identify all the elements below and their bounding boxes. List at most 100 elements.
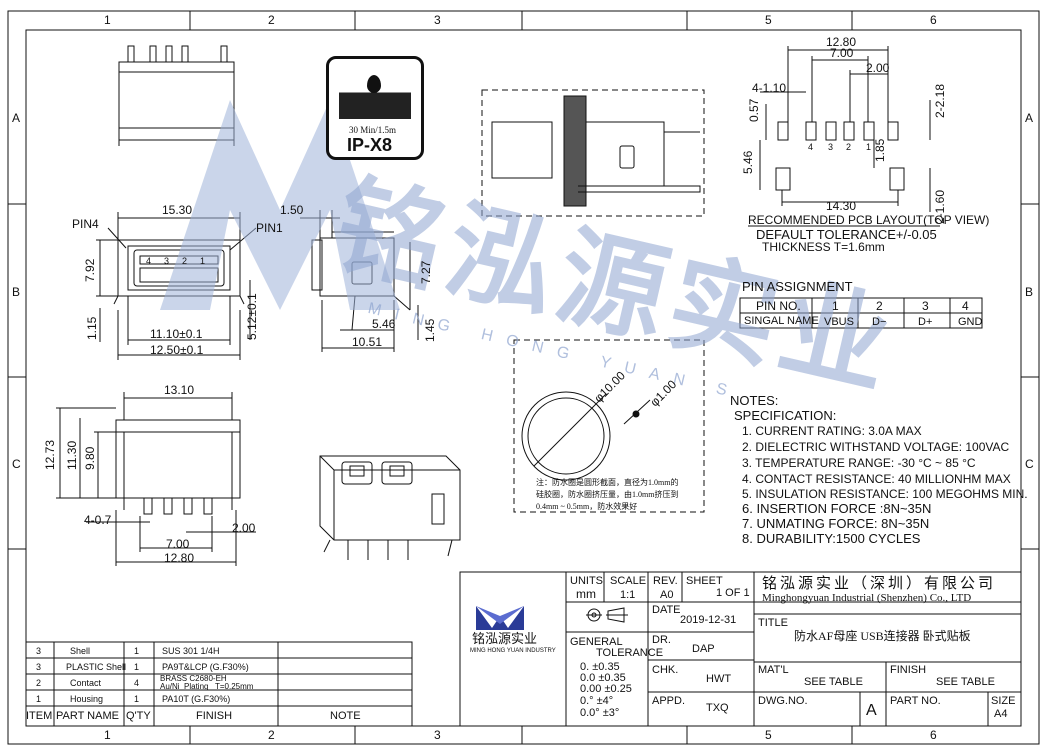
col-label-5-top: 5 bbox=[765, 13, 772, 27]
row-label-b-right: B bbox=[1025, 285, 1034, 299]
note-item-3: 3. TEMPERATURE RANGE: -30 °C ~ 85 °C bbox=[742, 456, 976, 470]
note-item-7: 7. UNMATING FORCE: 8N~35N bbox=[742, 516, 930, 531]
chk-label: CHK. bbox=[652, 664, 679, 676]
side-foot-dim: 1.45 bbox=[423, 318, 437, 342]
size-label: SIZE bbox=[991, 695, 1016, 707]
bottom-width-dim: 13.10 bbox=[164, 383, 195, 397]
col-label-2-top: 2 bbox=[268, 13, 275, 27]
title-value: 防水AF母座 USB连接器 卧式贴板 bbox=[794, 629, 971, 643]
front-height-dim: 7.92 bbox=[83, 258, 97, 282]
hole-note-2: 硅胶圈，防水圈挤压量，由1.0mm挤压到 bbox=[536, 490, 679, 499]
appd-value: TXQ bbox=[706, 702, 729, 714]
pcb-pin-1: 1 bbox=[866, 142, 872, 152]
pcb-pin-3: 3 bbox=[828, 142, 834, 152]
bom-r4-finish: PA10T (G.F30%) bbox=[162, 694, 231, 704]
pin-row-1: VBUS bbox=[824, 316, 854, 328]
col-label-6-bottom: 6 bbox=[930, 728, 937, 742]
bom-r2-name: PLASTIC Shell bbox=[66, 662, 127, 672]
pin-header-1: 1 bbox=[832, 299, 839, 313]
pin-header-3: 3 bbox=[922, 299, 929, 313]
dwg-label: DWG.NO. bbox=[758, 695, 808, 707]
hole-note-1: 注：防水圈是圆形截面，直径为1.0mm的 bbox=[536, 478, 679, 487]
company-en: Minghongyuan Industrial (Shenzhen) Co., … bbox=[762, 592, 972, 604]
row-label-b-left: B bbox=[12, 285, 21, 299]
bom-r4-qty: 1 bbox=[134, 694, 140, 704]
pcb-layout-title: RECOMMENDED PCB LAYOUT(TOP VIEW) bbox=[748, 213, 990, 227]
pcb-w3-dim: 2.00 bbox=[866, 61, 890, 75]
bottom-pitch-dim: 2.00 bbox=[232, 521, 256, 535]
pin-header-label: PIN NO. bbox=[756, 299, 801, 313]
col-label-1-bottom: 1 bbox=[104, 728, 111, 742]
pin4-label: PIN4 bbox=[72, 217, 99, 231]
front-pin-3: 3 bbox=[164, 256, 170, 266]
front-outer-dim: 12.50±0.1 bbox=[150, 343, 204, 357]
dwg-rev: A bbox=[866, 702, 877, 719]
pcb-pin-4: 4 bbox=[808, 142, 814, 152]
bom-r4-name: Housing bbox=[70, 694, 104, 704]
bom-header-finish: FINISH bbox=[196, 710, 233, 722]
logo-mark bbox=[476, 606, 524, 630]
front-pin-2: 2 bbox=[182, 256, 188, 266]
col-label-6-top: 6 bbox=[930, 13, 937, 27]
pin-header-2: 2 bbox=[876, 299, 883, 313]
units-label: UNITS bbox=[570, 575, 603, 587]
bottom-h2-dim: 9.80 bbox=[83, 446, 97, 470]
pin-row-2: D− bbox=[872, 316, 887, 328]
pcb-tolerance: DEFAULT TOLERANCE+/-0.05 bbox=[756, 227, 937, 242]
bom-header-item: ITEM bbox=[26, 710, 53, 722]
note-item-8: 8. DURABILITY:1500 CYCLES bbox=[742, 531, 921, 546]
note-item-5: 5. INSULATION RESISTANCE: 100 MEGOHMS MI… bbox=[742, 487, 1028, 501]
front-lead-dim: 1.15 bbox=[85, 316, 99, 340]
bom-r4-item: 1 bbox=[36, 694, 42, 704]
bom-r2-qty: 1 bbox=[134, 662, 140, 672]
mat-label: MAT'L bbox=[758, 664, 789, 676]
notes-title: NOTES: bbox=[730, 393, 779, 408]
row-label-c-right: C bbox=[1025, 457, 1034, 471]
note-item-4: 4. CONTACT RESISTANCE: 40 MILLIONHM MAX bbox=[742, 472, 1011, 486]
pin-row-label: SINGAL NAME bbox=[744, 315, 819, 327]
bom-r3-name: Contact bbox=[70, 678, 102, 688]
dr-value: DAP bbox=[692, 643, 715, 655]
row-label-c-left: C bbox=[12, 457, 21, 471]
bom-r3-item: 2 bbox=[36, 678, 42, 688]
chk-value: HWT bbox=[706, 673, 732, 685]
pcb-span-dim: 14.30 bbox=[826, 199, 857, 213]
bottom-h1-dim: 11.30 bbox=[65, 440, 79, 470]
bottom-slot-dim: 4-0.7 bbox=[84, 513, 112, 527]
pin-header-4: 4 bbox=[962, 299, 969, 313]
badge-caption: 30 Min/1.5m bbox=[349, 125, 397, 135]
bom-r1-item: 3 bbox=[36, 646, 42, 656]
bom-header-part: PART NAME bbox=[56, 710, 119, 722]
bom-r2-item: 3 bbox=[36, 662, 42, 672]
pcb-w1-dim: 12.80 bbox=[826, 35, 857, 49]
general-label: GENERAL bbox=[570, 636, 623, 648]
bottom-span-dim: 7.00 bbox=[166, 537, 190, 551]
tol-4: 0.° ±4° bbox=[580, 695, 614, 707]
finish-value: SEE TABLE bbox=[936, 676, 995, 688]
col-label-1-top: 1 bbox=[104, 13, 111, 27]
appd-label: APPD. bbox=[652, 695, 686, 707]
water-drop-icon bbox=[339, 71, 411, 119]
ipx8-badge: 30 Min/1.5m IP-X8 bbox=[326, 56, 424, 160]
row-label-a-right: A bbox=[1025, 111, 1034, 125]
pcb-h2-dim: 5.46 bbox=[741, 150, 755, 174]
bom-r3-qty: 4 bbox=[134, 678, 140, 688]
note-item-2: 2. DIELECTRIC WITHSTAND VOLTAGE: 100VAC bbox=[742, 440, 1010, 454]
bottom-pad-span-dim: 12.80 bbox=[164, 551, 195, 565]
mat-value: SEE TABLE bbox=[804, 676, 863, 688]
pcb-thickness: THICKNESS T=1.6mm bbox=[762, 240, 885, 254]
rev-label: REV. bbox=[653, 575, 678, 587]
side-h-dim: 7.27 bbox=[419, 260, 433, 284]
bom-r3-finish: BRASS C2680-EH Au/Ni Plating T=0.25mm bbox=[160, 674, 254, 691]
tolerance-label: TOLERANCE bbox=[596, 647, 664, 659]
col-label-3-top: 3 bbox=[434, 13, 441, 27]
notes-subtitle: SPECIFICATION: bbox=[734, 408, 837, 423]
bom-r1-name: Shell bbox=[70, 646, 91, 656]
side-inner-dim: 5.46 bbox=[372, 317, 396, 331]
col-label-5-bottom: 5 bbox=[765, 728, 772, 742]
logo-sub: MING HONG YUAN INDUSTRY bbox=[470, 648, 556, 654]
hole-note-3: 0.4mm ~ 0.5mm，防水效果好 bbox=[536, 502, 638, 511]
finish-label: FINISH bbox=[890, 664, 927, 676]
col-label-2-bottom: 2 bbox=[268, 728, 275, 742]
pcb-pitch-dim: 1.85 bbox=[873, 138, 887, 162]
